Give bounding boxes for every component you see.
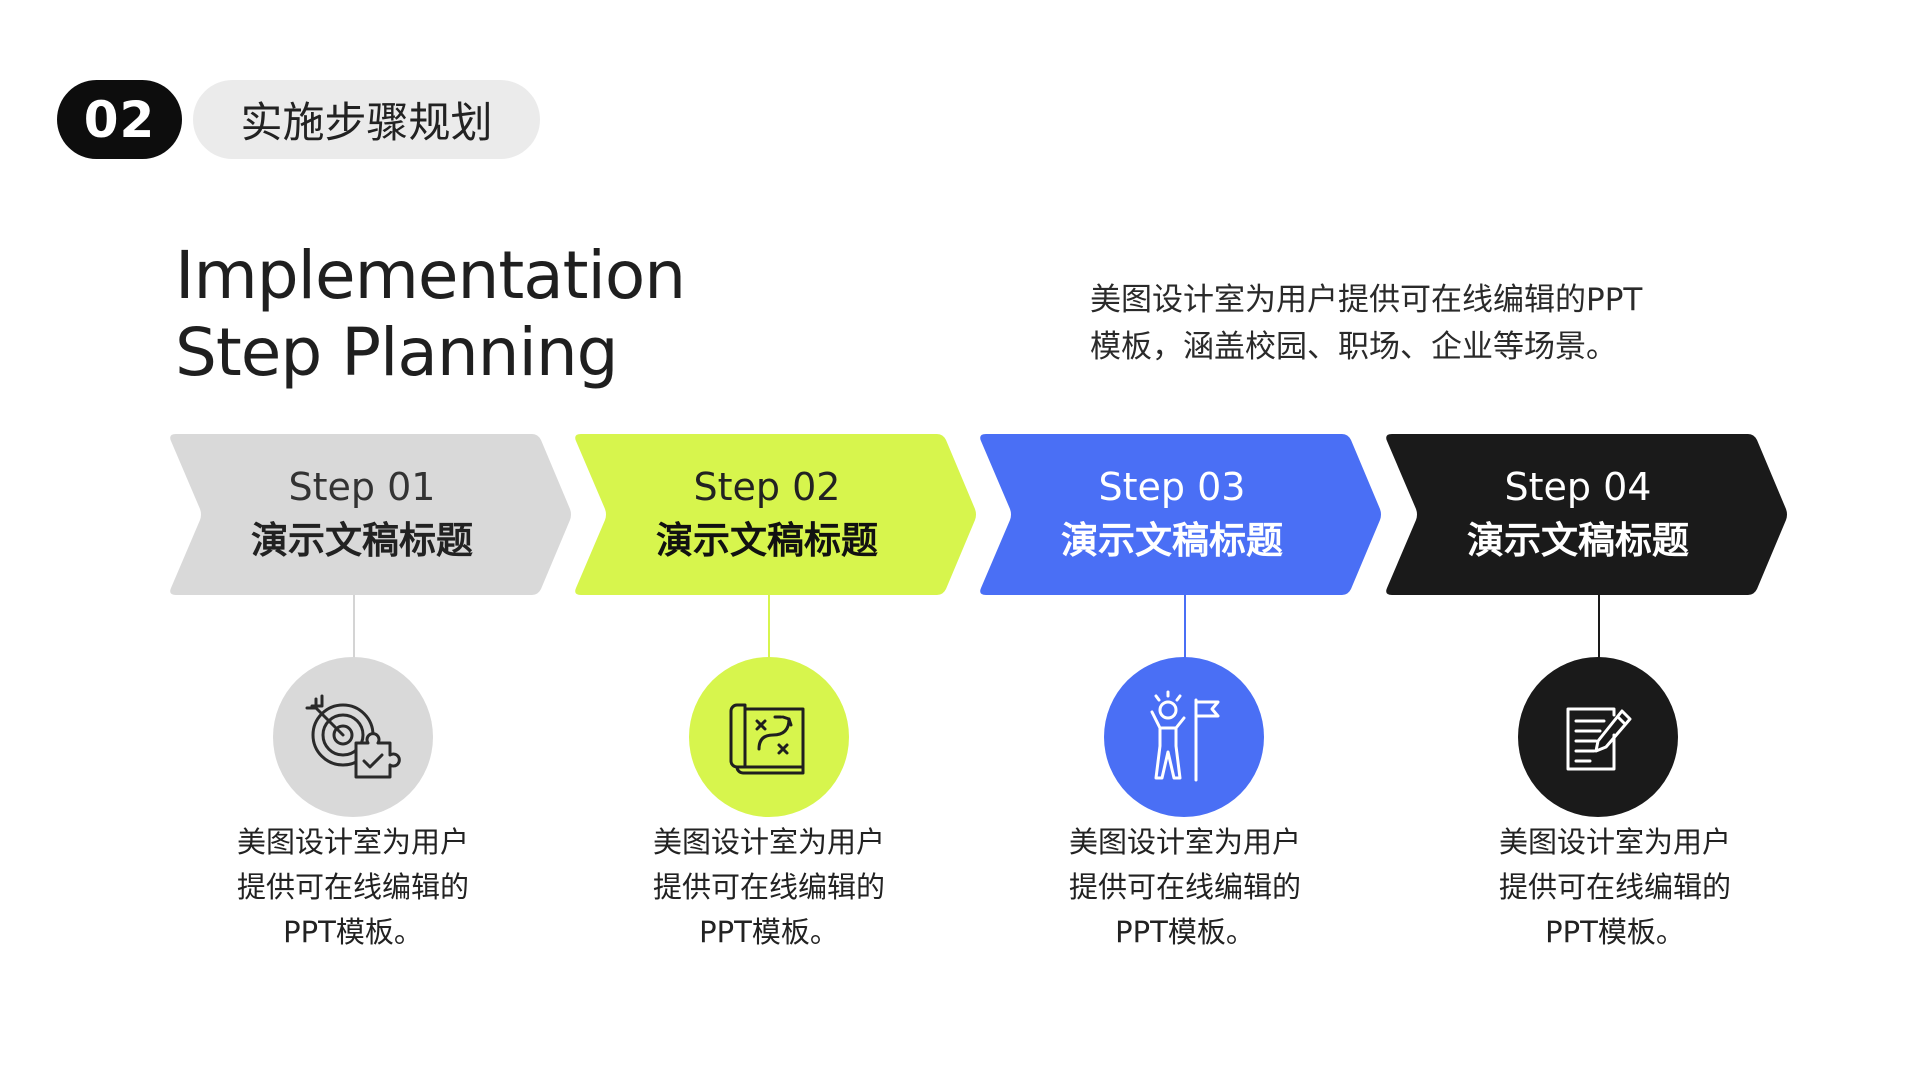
step-4-icon-circle [1518, 657, 1678, 817]
step-3-icon-circle [1104, 657, 1264, 817]
step-1-title: 演示文稿标题 [251, 518, 473, 562]
intro-line-2: 模板，涵盖校园、职场、企业等场景。 [1090, 329, 1617, 365]
step-4-desc-line-2: 提供可在线编辑的 [1498, 870, 1731, 904]
step-2-shape [575, 434, 976, 595]
page-title-line-2: Step Planning [175, 314, 619, 391]
step-3-desc-line-2: 提供可在线编辑的 [1068, 870, 1301, 904]
step-1-icon-circle [273, 657, 433, 817]
step-1-shape [170, 434, 571, 595]
step-4-label: Step 04 [1504, 464, 1652, 509]
step-4-desc-line-3: PPT模板。 [1545, 915, 1685, 949]
step-4-chevron: Step 04 演示文稿标题 [1382, 434, 1788, 595]
page-title-line-1: Implementation [175, 237, 686, 314]
strategy-map-icon [729, 703, 805, 775]
step-3-desc-line-1: 美图设计室为用户 [1068, 825, 1301, 859]
step-4-shape [1386, 434, 1787, 595]
step-1-connector [353, 595, 355, 658]
intro-text: 美图设计室为用户提供可在线编辑的PPT 模板，涵盖校园、职场、企业等场景。 [1090, 277, 1730, 371]
step-3-label: Step 03 [1098, 464, 1246, 509]
step-1-description: 美图设计室为用户 提供可在线编辑的 PPT模板。 [203, 820, 503, 955]
step-1-label: Step 01 [288, 464, 436, 509]
section-number-badge: 02 [57, 80, 182, 159]
intro-line-1: 美图设计室为用户提供可在线编辑的PPT [1090, 282, 1643, 318]
step-3-desc-line-3: PPT模板。 [1115, 915, 1255, 949]
step-2-icon-circle [689, 657, 849, 817]
step-3-chevron: Step 03 演示文稿标题 [976, 434, 1382, 595]
step-4-title: 演示文稿标题 [1467, 518, 1689, 562]
step-3-title: 演示文稿标题 [1061, 518, 1283, 562]
step-3-description: 美图设计室为用户 提供可在线编辑的 PPT模板。 [1035, 820, 1335, 955]
step-2-chevron: Step 02 演示文稿标题 [571, 434, 977, 595]
step-2-label: Step 02 [693, 464, 841, 509]
step-1-chevron: Step 01 演示文稿标题 [166, 434, 572, 595]
step-2-desc-line-2: 提供可在线编辑的 [652, 870, 885, 904]
step-2-desc-line-1: 美图设计室为用户 [652, 825, 885, 859]
step-2-title: 演示文稿标题 [656, 518, 878, 562]
section-title-badge: 实施步骤规划 [193, 80, 540, 159]
target-puzzle-icon [305, 694, 401, 779]
step-1-desc-line-1: 美图设计室为用户 [236, 825, 469, 859]
step-4-connector [1598, 595, 1600, 658]
person-flag-icon [1150, 690, 1220, 782]
step-1-desc-line-2: 提供可在线编辑的 [236, 870, 469, 904]
step-2-desc-line-3: PPT模板。 [699, 915, 839, 949]
step-3-shape [980, 434, 1381, 595]
step-4-desc-line-1: 美图设计室为用户 [1498, 825, 1731, 859]
step-1-desc-line-3: PPT模板。 [283, 915, 423, 949]
step-2-description: 美图设计室为用户 提供可在线编辑的 PPT模板。 [619, 820, 919, 955]
step-2-connector [768, 595, 770, 658]
document-pen-icon [1566, 707, 1632, 771]
page-title: Implementation Step Planning [175, 237, 686, 391]
step-3-connector [1184, 595, 1186, 658]
step-4-description: 美图设计室为用户 提供可在线编辑的 PPT模板。 [1465, 820, 1765, 955]
